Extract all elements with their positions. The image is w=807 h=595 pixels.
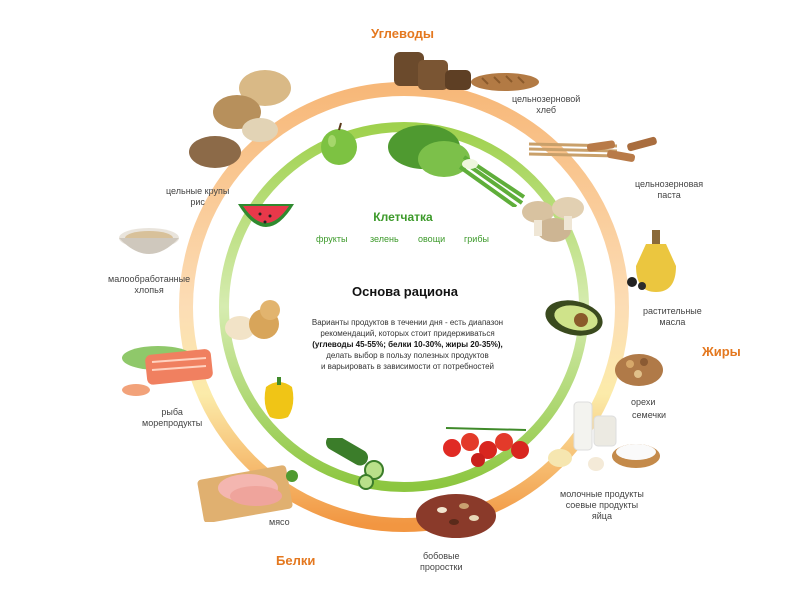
center-title: Основа рациона [352, 284, 458, 299]
outer-ring [179, 82, 629, 532]
center-line-2: рекомендаций, которых стоит придерживать… [320, 329, 495, 338]
center-description: Варианты продуктов в течении дня - есть … [300, 317, 515, 372]
beans-icon [416, 494, 496, 538]
grains-pile-icon [189, 70, 291, 168]
fiber-item-mushrooms: грибы [464, 234, 489, 244]
fiber-item-vegetables: овощи [418, 234, 446, 244]
carbs-heading: Углеводы [371, 26, 434, 41]
apple-icon [321, 122, 357, 165]
oats-bowl-icon [119, 228, 179, 254]
watermelon-icon [238, 204, 294, 227]
oil-bottle-icon [627, 230, 676, 292]
label-seeds: семечки [632, 410, 667, 420]
greens-icon [388, 125, 526, 207]
center-line-4: делать выбор в пользу полезных продуктов [326, 351, 489, 360]
cucumber-icon [326, 438, 384, 490]
proteins-heading: Белки [276, 553, 316, 568]
center-line-3: (углеводы 45-55%; белки 10-30%, жиры 20-… [312, 340, 503, 349]
fats-heading: Жиры [702, 344, 741, 359]
fiber-item-greens: зелень [370, 234, 399, 244]
dairy-icon [548, 401, 660, 471]
meat-icon [197, 465, 298, 522]
inner-disc [230, 133, 578, 481]
tomatoes-icon [443, 427, 529, 467]
bell-pepper-icon [264, 377, 294, 419]
label-nuts: орехи [631, 397, 656, 407]
center-line-5: и варьировать в зависимости от потребнос… [320, 362, 495, 371]
pasta-icon [528, 136, 657, 162]
onion-icon [225, 300, 280, 340]
bread-icon [394, 52, 539, 91]
mushrooms-icon [522, 197, 584, 242]
center-line-1: Варианты продуктов в течении дня - есть … [311, 318, 504, 327]
avocado-icon [545, 300, 603, 336]
label-meat: мясо [269, 517, 290, 527]
fiber-item-fruits: фрукты [316, 234, 348, 244]
salmon-icon [122, 346, 213, 396]
nuts-icon [615, 354, 663, 386]
fiber-title: Клетчатка [373, 210, 433, 224]
